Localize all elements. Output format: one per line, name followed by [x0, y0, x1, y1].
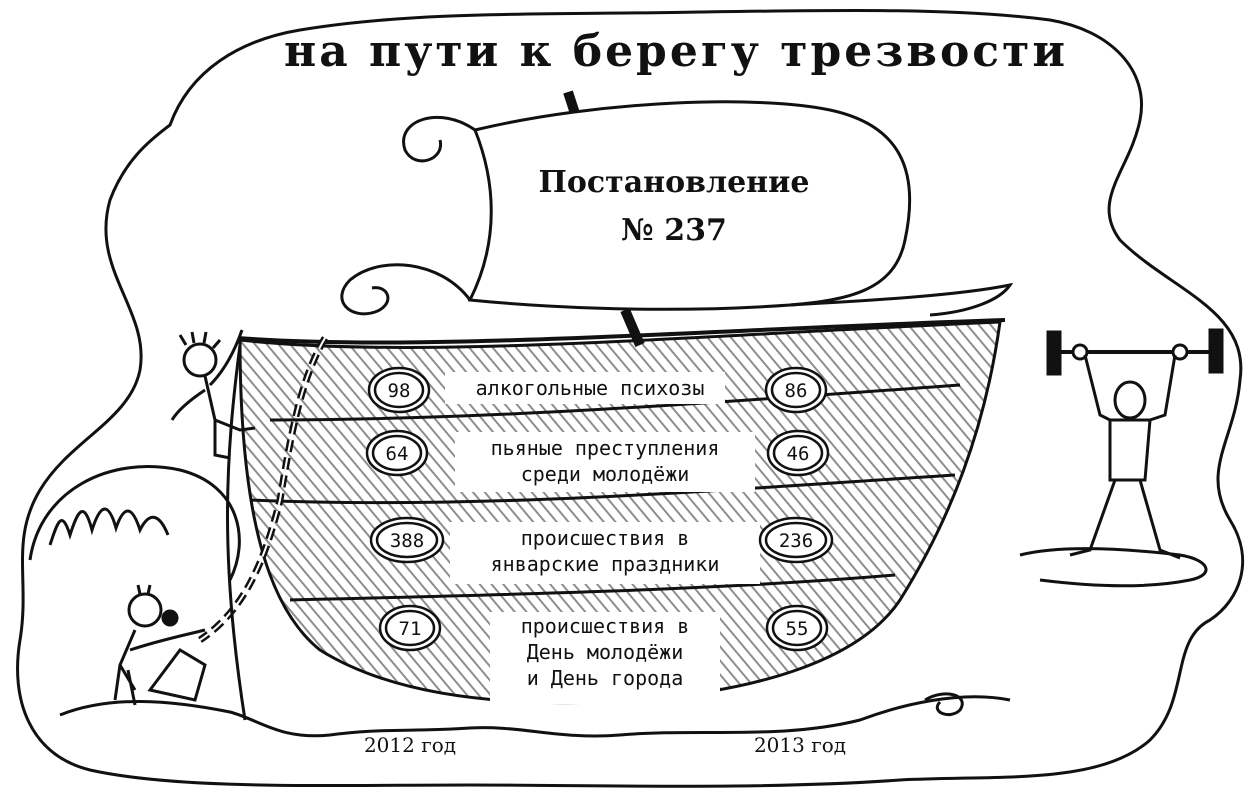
row-panel [455, 432, 755, 492]
stat-rows: 98 86 алкогольные психозы 64 46 пьяные престу… [365, 366, 834, 690]
value-badge-2012: 388 [369, 516, 445, 564]
sail-number: № 237 [621, 213, 727, 248]
row-panel [445, 372, 725, 404]
badge-value: 46 [787, 443, 810, 465]
wave-icon [48, 507, 170, 546]
badge-value: 64 [386, 443, 409, 465]
row-panel [450, 522, 760, 584]
badge-value: 98 [388, 380, 411, 402]
badge-value: 55 [786, 618, 809, 640]
row-label-line: алкогольные психозы [476, 376, 705, 400]
badge-ring [764, 521, 828, 559]
value-badge-2012: 64 [365, 429, 429, 477]
row-panel [490, 612, 720, 704]
puller-figure [113, 584, 207, 706]
hull-line [249, 473, 956, 505]
mast [620, 308, 645, 347]
row-label-line: пьяные преступления [491, 436, 720, 460]
cloud-frame [16, 8, 1245, 788]
climber-figure [170, 329, 256, 460]
badge-ring [770, 371, 822, 409]
badge-value: 71 [399, 618, 422, 640]
left-ground [59, 695, 1011, 738]
rope-icon [226, 344, 247, 721]
sail-scroll [467, 100, 912, 311]
value-badge-2013: 86 [764, 366, 828, 414]
badge-ring [371, 434, 423, 472]
sail-heading: Постановление [539, 165, 810, 200]
badge-value: 236 [779, 530, 813, 552]
badge-ring [772, 434, 824, 472]
value-badge-2013: 236 [758, 516, 834, 564]
right-island [1019, 547, 1208, 588]
badge-ring [384, 609, 436, 647]
scroll-curl [340, 263, 472, 316]
year-left: 2012 год [364, 733, 456, 757]
row-label-line: происшествия в [521, 614, 690, 638]
value-badge-2013: 46 [766, 429, 830, 477]
badge-ring [771, 609, 823, 647]
anchor-chain-icon [199, 337, 326, 641]
hull-line [289, 573, 896, 602]
row-label-line: и День города [527, 666, 684, 690]
value-badge-2012: 98 [367, 366, 431, 414]
weightlifter-figure [1046, 328, 1224, 560]
hull-line [269, 383, 961, 422]
row-label: алкогольные психозы [476, 376, 705, 400]
page-title: на пути к берегу трезвости [284, 26, 1068, 77]
badge-ring [375, 521, 439, 559]
row-label-line: День молодёжи [527, 640, 684, 664]
scroll-tail [789, 282, 1014, 317]
badge-ring [373, 371, 425, 409]
value-badge-2012: 71 [378, 604, 442, 652]
value-badge-2013: 55 [765, 604, 829, 652]
scroll-curl [402, 115, 476, 163]
row-label-line: среди молодёжи [521, 462, 690, 486]
row-label-line: январские праздники [491, 552, 720, 576]
badge-value: 86 [785, 380, 808, 402]
badge-value: 388 [390, 530, 424, 552]
left-hill [28, 465, 241, 581]
row-label-line: происшествия в [521, 526, 690, 550]
year-right: 2013 год [754, 733, 846, 757]
swirl-icon [924, 692, 964, 716]
